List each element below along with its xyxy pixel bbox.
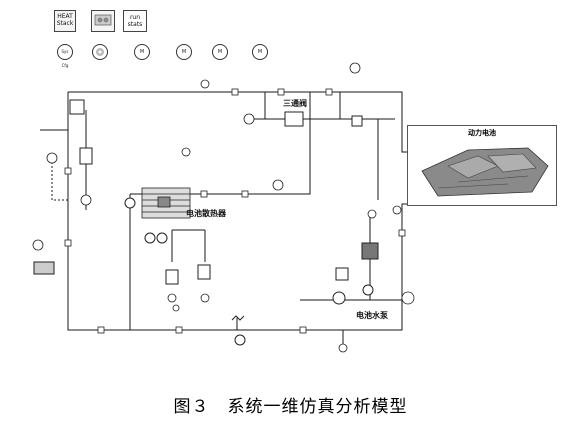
pipe-radiator-out <box>190 92 311 195</box>
lib-circle-3[interactable]: M <box>134 44 150 60</box>
power-battery-label: 动力电池 <box>468 129 496 137</box>
pipe-dashed-link <box>51 162 68 201</box>
fitting-left-1 <box>64 239 72 247</box>
sys-config-label: Sys Cfg <box>61 49 69 68</box>
fitting-left-2 <box>64 167 72 175</box>
radiator-fan-1 <box>144 232 156 244</box>
run-stats-line2: stats <box>127 21 143 28</box>
battery-pump-sensor <box>362 284 374 296</box>
fitting-right-1 <box>398 229 406 237</box>
radiator-fan-2 <box>156 232 168 244</box>
fitting-top-2 <box>277 88 285 96</box>
battery-radiator <box>141 187 191 219</box>
fitting-bottom-2 <box>175 326 183 334</box>
heat-stack-line2: Stack <box>56 20 74 27</box>
pipe-lines <box>40 91 407 350</box>
left-pump-block <box>33 261 55 275</box>
sensor-fan-b <box>200 293 210 303</box>
sensor-radiator-out <box>272 179 284 191</box>
sensor-fan-a-low <box>172 304 180 312</box>
heat-stack-line1: HEAT <box>57 13 73 20</box>
battery-pack-icon <box>421 147 549 197</box>
gear-circle[interactable] <box>92 44 108 60</box>
sensor-bottom-right <box>338 343 348 353</box>
pump-branch-box <box>351 115 363 127</box>
sensor-three-way-in <box>243 113 255 125</box>
run-stats-line1: run <box>129 14 141 21</box>
run-stats-block[interactable]: run stats <box>123 10 147 32</box>
pipe-left-bottom <box>67 92 407 331</box>
lib-circle-6-label: M <box>257 49 263 55</box>
sensor-radiator-top <box>181 147 191 157</box>
sensor-top-right <box>349 62 361 74</box>
heat-stack-block[interactable]: HEAT Stack <box>54 10 76 32</box>
lib-circle-6[interactable]: M <box>252 44 268 60</box>
battery-pump-block <box>361 242 379 260</box>
battery-pump-label: 电池水泵 <box>356 311 388 320</box>
display-icon <box>94 14 112 26</box>
bottom-pump <box>234 334 246 346</box>
radiator-inlet-sensor <box>124 197 136 209</box>
sensor-pump-top <box>367 209 377 219</box>
fan-control-b <box>197 264 211 280</box>
bottom-spring <box>231 315 245 321</box>
sensor-fan-a <box>167 293 177 303</box>
left-tank <box>69 99 85 115</box>
display-block[interactable] <box>91 10 115 32</box>
lib-circle-4-label: M <box>181 49 187 55</box>
fitting-mid-2 <box>241 190 249 198</box>
fitting-bottom-1 <box>97 326 105 334</box>
fitting-top-1 <box>231 88 239 96</box>
power-battery-panel: 动力电池 <box>407 125 557 206</box>
lib-circle-5[interactable]: M <box>212 44 228 60</box>
battery-pump-motor <box>332 291 346 305</box>
lib-circle-4[interactable]: M <box>176 44 192 60</box>
schematic-diagram <box>32 62 415 353</box>
gear-icon <box>96 48 104 56</box>
three-way-valve-label: 三通阀 <box>283 99 307 108</box>
pump-control <box>335 267 349 281</box>
battery-radiator-label: 电池散热器 <box>186 209 226 218</box>
sensor-pump-right <box>401 291 415 305</box>
sensor-left-mid <box>80 194 92 206</box>
fitting-top-3 <box>325 88 333 96</box>
lib-circle-5-label: M <box>217 49 223 55</box>
fitting-bottom-3 <box>299 326 307 334</box>
fan-control-a <box>165 269 179 285</box>
sensor-top <box>200 79 210 89</box>
three-way-valve-box <box>284 111 304 127</box>
sys-config-circle[interactable]: Sys Cfg <box>57 44 73 68</box>
sensor-left-low <box>32 239 44 251</box>
fitting-mid-1 <box>200 190 208 198</box>
left-heater <box>79 147 93 165</box>
figure-caption: 图３ 系统一维仿真分析模型 <box>173 397 408 417</box>
sensor-battery-out <box>392 205 402 215</box>
lib-circle-3-label: M <box>139 49 145 55</box>
sensor-left <box>46 152 58 164</box>
